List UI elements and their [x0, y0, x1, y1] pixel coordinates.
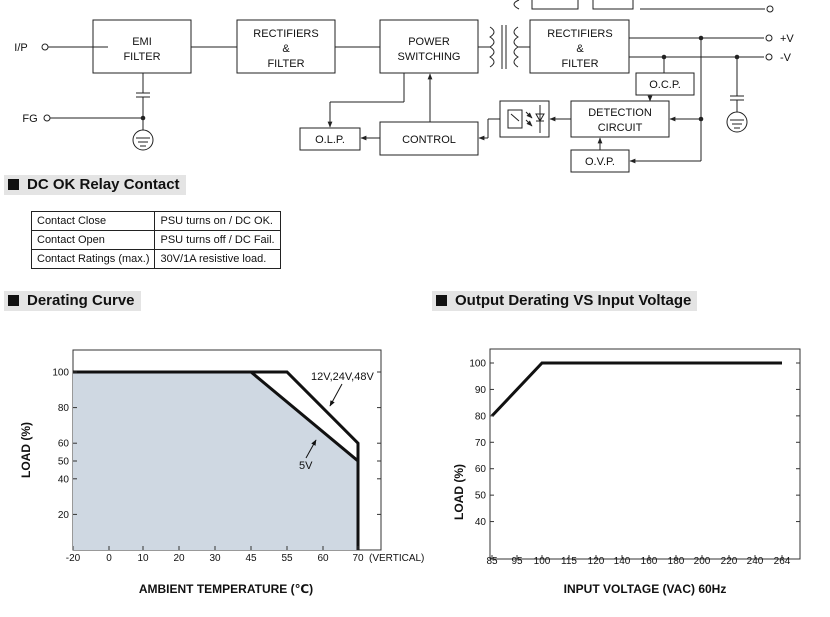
relay-key: Contact Ratings (max.) [30, 249, 156, 269]
derating-x-tick: 55 [281, 553, 293, 564]
control-label: CONTROL [402, 134, 456, 146]
block-diagram: I/P FG EMI FILTER RECTIFIERS & FILTER PO… [14, 0, 794, 173]
input-voltage-chart: 100 90 80 70 60 50 40 85 95 100 115 120 140 160 180 20… [452, 348, 801, 596]
relay-key: Contact Open [30, 230, 156, 250]
detection-label-1: DETECTION [588, 107, 652, 119]
relay-value: PSU turns off / DC Fail. [154, 230, 282, 250]
iv-y-tick: 100 [469, 359, 486, 370]
ocp-label: O.C.P. [649, 79, 681, 91]
out-neg-terminal [765, 53, 773, 61]
sec-rect-label-2: & [576, 43, 584, 55]
iv-x-tick: 264 [774, 556, 791, 567]
derating-y-tick: 20 [58, 510, 70, 521]
table-row: Contact Ratings (max.) 30V/1A resistive … [30, 249, 282, 269]
iv-x-tick: 85 [486, 556, 498, 567]
derating-label-12v-24v-48v: 12V,24V,48V [311, 371, 374, 383]
derating-x-tick: 70 [352, 553, 364, 564]
relay-key: Contact Close [30, 211, 156, 231]
out-neg-label: -V [780, 52, 792, 64]
derating-x-tick: 20 [173, 553, 185, 564]
square-bullet-icon [8, 295, 19, 306]
derating-x-tick: 60 [317, 553, 329, 564]
iv-x-tick: 95 [511, 556, 523, 567]
derating-x-label: AMBIENT TEMPERATURE (℃) [139, 582, 313, 596]
prim-rect-label-3: FILTER [267, 58, 304, 70]
table-row: Contact Close PSU turns on / DC OK. [30, 211, 282, 231]
derating-y-tick: 50 [58, 457, 70, 468]
iv-y-tick: 60 [475, 464, 487, 475]
power-sw-label-1: POWER [408, 36, 450, 48]
iv-y-tick: 80 [475, 411, 487, 422]
iv-x-tick: 240 [747, 556, 764, 567]
relay-value: PSU turns on / DC OK. [154, 211, 282, 231]
power-sw-label-2: SWITCHING [398, 51, 461, 63]
output-section-title: Output Derating VS Input Voltage [455, 292, 692, 309]
iv-plot-frame [489, 348, 801, 560]
output-section-header: Output Derating VS Input Voltage [432, 291, 698, 311]
sec-rect-label-3: FILTER [561, 58, 598, 70]
emi-label-1: EMI [132, 36, 152, 48]
derating-x-tick: -20 [66, 553, 81, 564]
relay-value: 30V/1A resistive load. [154, 249, 282, 269]
out-pos-label: +V [780, 33, 794, 45]
ocp-box [635, 72, 695, 96]
relay-section-title: DC OK Relay Contact [27, 176, 180, 193]
derating-y-tick: 100 [52, 368, 69, 379]
out-pos-terminal [765, 34, 773, 42]
derating-label-5v: 5V [299, 460, 313, 472]
derating-y-tick: 40 [58, 474, 70, 485]
ovp-label: O.V.P. [585, 156, 615, 168]
square-bullet-icon [8, 179, 19, 190]
derating-y-tick: 80 [58, 403, 70, 414]
derating-area-fill [73, 372, 358, 550]
table-row: Contact Open PSU turns off / DC Fail. [30, 230, 282, 250]
iv-x-tick: 220 [721, 556, 738, 567]
derating-y-label: LOAD (%) [19, 422, 33, 478]
iv-x-tick: 115 [561, 556, 577, 567]
iv-x-tick: 120 [588, 556, 605, 567]
sec-rect-label-1: RECTIFIERS [547, 28, 612, 40]
olp-box [299, 127, 361, 151]
iv-y-tick: 90 [475, 385, 487, 396]
prim-rect-label-2: & [282, 43, 290, 55]
iv-x-tick: 160 [641, 556, 658, 567]
derating-x-tick: 10 [137, 553, 149, 564]
derating-series-5v [73, 370, 360, 550]
fg-label: FG [22, 113, 37, 125]
input-terminal [41, 43, 49, 51]
input-label: I/P [14, 42, 27, 54]
iv-x-tick: 200 [694, 556, 711, 567]
iv-series-line [490, 361, 782, 417]
derating-x-tick: 0 [106, 553, 112, 564]
relay-table: Contact Close PSU turns on / DC OK. Cont… [30, 211, 282, 269]
iv-x-tick: 140 [614, 556, 631, 567]
derating-y-tick: 60 [58, 439, 70, 450]
iv-y-label: LOAD (%) [452, 464, 466, 520]
derating-section-title: Derating Curve [27, 292, 135, 309]
relay-section-header: DC OK Relay Contact [4, 175, 186, 195]
fg-terminal [43, 114, 51, 122]
derating-section-header: Derating Curve [4, 291, 141, 311]
transformer-secondary [513, 26, 519, 68]
iv-y-tick: 70 [475, 438, 487, 449]
iv-x-tick: 180 [668, 556, 685, 567]
derating-chart: 100 80 60 50 40 20 -20 0 10 20 30 45 55 60 70 (VERTIC… [19, 349, 424, 596]
detection-label-2: CIRCUIT [598, 122, 643, 134]
derating-x-tick: 45 [245, 553, 257, 564]
iv-x-label: INPUT VOLTAGE (VAC) 60Hz [564, 582, 727, 596]
iv-y-tick: 40 [475, 517, 487, 528]
transformer-primary [489, 26, 495, 68]
iv-y-tick: 50 [475, 491, 487, 502]
prim-rect-label-1: RECTIFIERS [253, 28, 318, 40]
top-stub [513, 0, 520, 10]
olp-label: O.L.P. [315, 134, 345, 146]
emi-label-2: FILTER [123, 51, 160, 63]
derating-x-suffix: (VERTICAL) [369, 553, 424, 564]
derating-x-tick: 30 [209, 553, 221, 564]
square-bullet-icon [436, 295, 447, 306]
iv-x-tick: 100 [534, 556, 551, 567]
